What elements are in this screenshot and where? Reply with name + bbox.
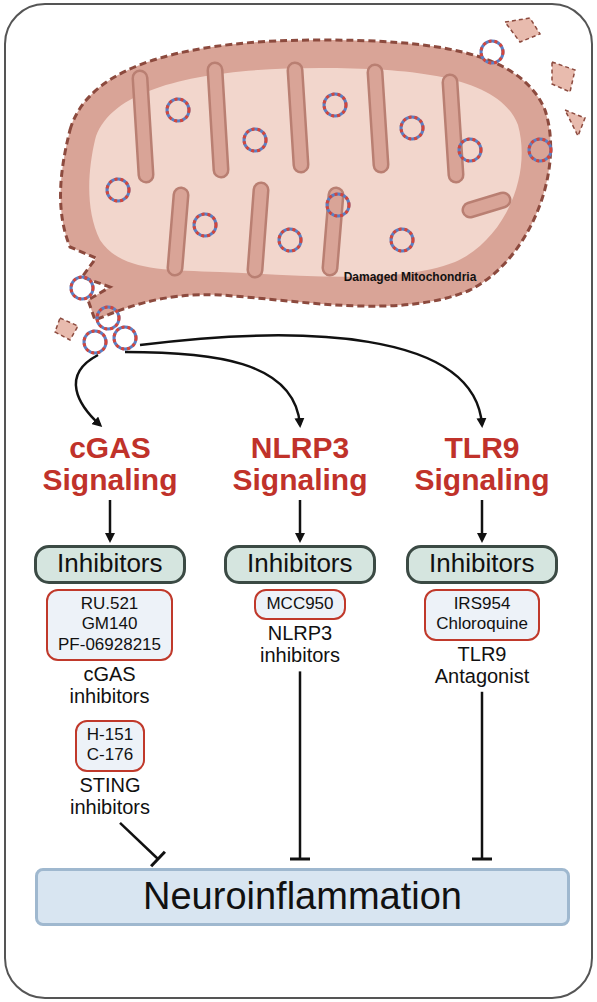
drug-list-box: MCC950 — [254, 589, 345, 620]
inhibitor-box: Inhibitors — [406, 545, 558, 584]
drug-name: RU.521 — [81, 594, 139, 614]
drug-name: IRS954 — [454, 594, 511, 614]
drug-list-box: RU.521GM140PF-06928215 — [46, 589, 173, 661]
signal-arrow — [481, 500, 484, 540]
drug-name: C-176 — [87, 745, 133, 765]
class-caption: STING inhibitors — [51, 772, 169, 818]
box-title: Inhibitors — [406, 545, 558, 584]
membrane-fragment — [565, 110, 585, 136]
drug-name: MCC950 — [266, 594, 333, 614]
illustration-label: Damaged Mitochondria — [325, 270, 495, 284]
membrane-fragment — [505, 18, 540, 42]
pathway-title: cGAS Signaling — [20, 432, 200, 495]
signal-arrow — [140, 335, 482, 425]
drug-box: RU.521GM140PF-06928215cGAS inhibitors — [46, 589, 173, 707]
drug-name: H-151 — [87, 725, 133, 745]
pathway-title: TLR9 Signaling — [392, 432, 572, 495]
outcome-box: Neuroinflammation — [35, 868, 570, 926]
box-title: Inhibitors — [34, 545, 186, 584]
membrane-fragment — [552, 62, 575, 92]
inhibition-connector — [120, 823, 165, 866]
drug-list-box: IRS954Chloroquine — [424, 589, 540, 641]
drug-box: MCC950NLRP3 inhibitors — [241, 589, 359, 666]
inhibitor-box: Inhibitors — [34, 545, 186, 584]
class-caption: cGAS inhibitors — [51, 661, 169, 707]
inhibitor-box: Inhibitors — [224, 545, 376, 584]
box-title: Neuroinflammation — [143, 876, 462, 918]
inhibition-connector — [290, 671, 310, 859]
pathway-title: NLRP3 Signaling — [210, 432, 390, 495]
membrane-fragment — [55, 318, 78, 340]
mitochondrion-body — [61, 40, 551, 320]
class-caption: TLR9 Antagonist — [423, 641, 541, 687]
inner-membrane — [89, 68, 521, 277]
inhibition-connector — [472, 692, 492, 859]
drug-box: H-151C-176STING inhibitors — [51, 720, 169, 818]
signal-arrow — [299, 500, 302, 540]
outer-frame — [5, 4, 592, 998]
drug-name: GM140 — [82, 614, 138, 634]
drug-name: PF-06928215 — [58, 635, 161, 655]
mtdna-circles — [71, 41, 551, 353]
box-title: Inhibitors — [224, 545, 376, 584]
signal-arrow — [76, 355, 100, 425]
drug-name: Chloroquine — [436, 614, 528, 634]
drug-list-box: H-151C-176 — [75, 720, 145, 772]
class-caption: NLRP3 inhibitors — [241, 620, 359, 666]
cristae — [140, 70, 503, 270]
signal-arrow — [125, 352, 300, 425]
signal-arrow — [109, 500, 112, 540]
drug-box: IRS954ChloroquineTLR9 Antagonist — [423, 589, 541, 687]
